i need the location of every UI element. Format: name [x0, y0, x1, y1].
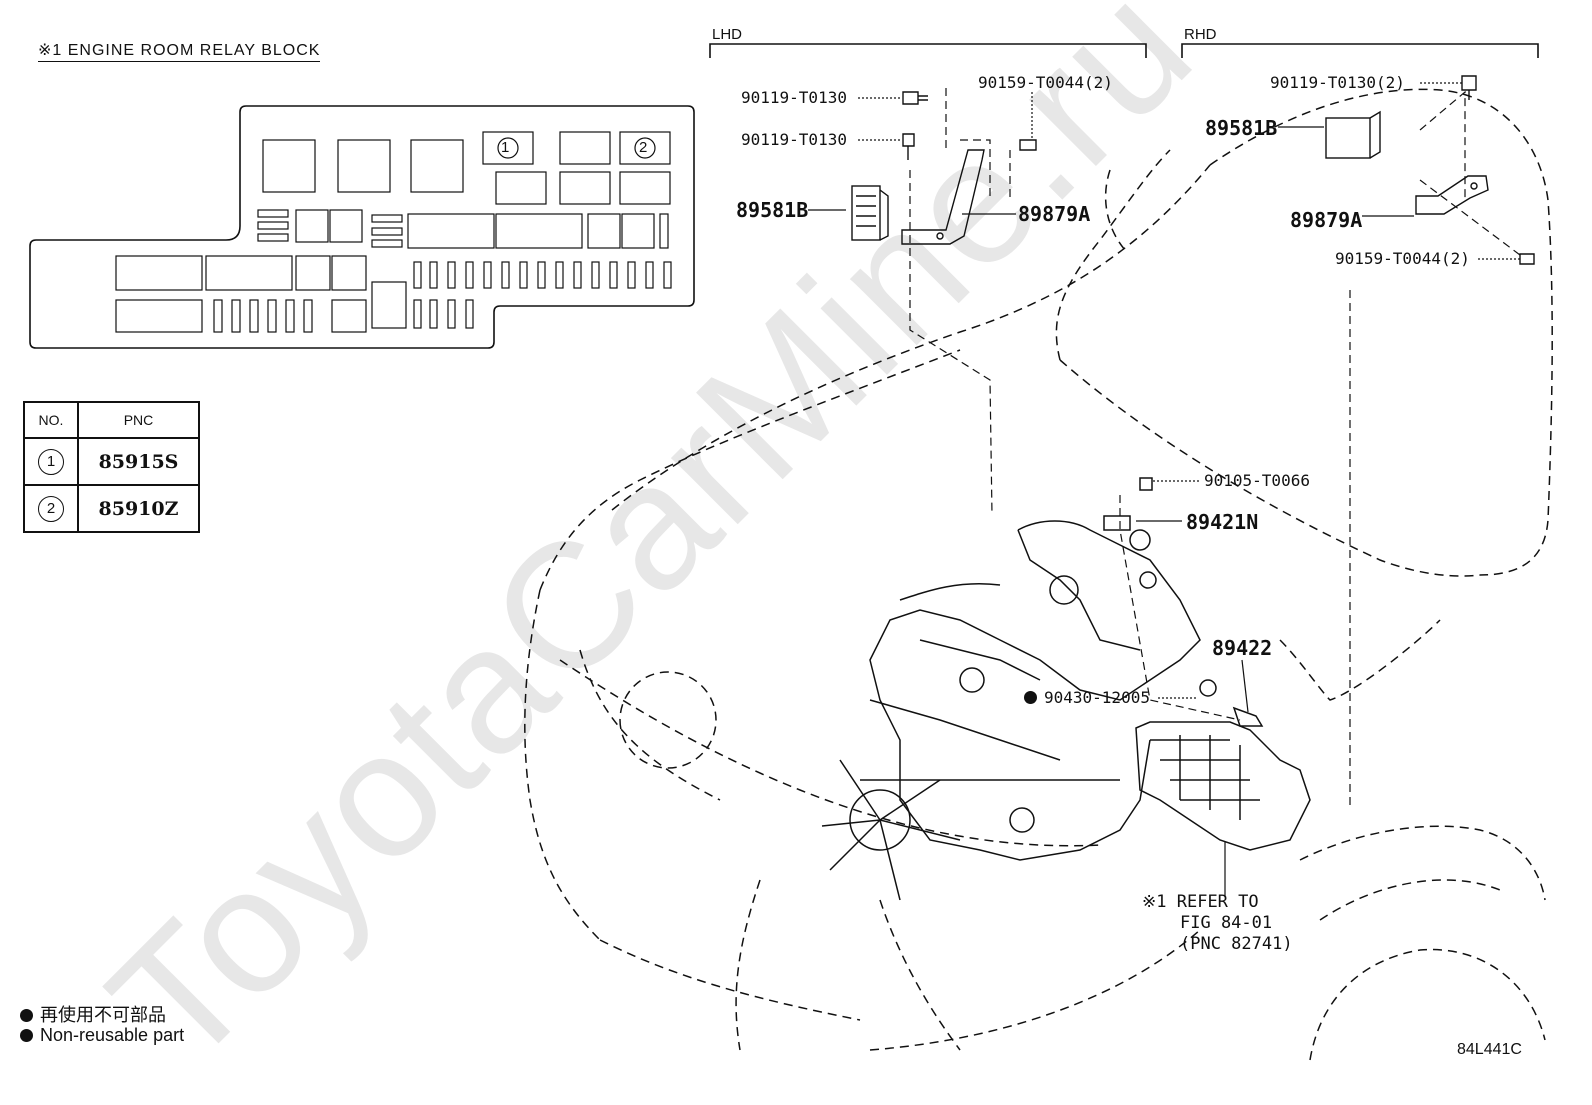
lhd-section-label: LHD: [712, 26, 743, 43]
gasket-number: 90430-12005: [1044, 688, 1150, 707]
pnc-table: NO. PNC 1 85915S 2 85910Z: [23, 401, 200, 533]
relay-block-title: ※1 ENGINE ROOM RELAY BLOCK: [38, 40, 321, 62]
relay-block-outline: [29, 105, 695, 349]
label-rhd-bolt: 90119-T0130(2): [1270, 73, 1405, 92]
label-gasket: 90430-12005: [1024, 690, 1150, 706]
legend-dot-icon: [20, 1029, 33, 1042]
row-number: 1: [38, 448, 64, 475]
table-header-no: NO.: [23, 401, 79, 439]
reference-note: ※1 REFER TO FIG 84-01 (PNC 82741): [1142, 892, 1293, 955]
reference-mark: ※1: [1142, 892, 1167, 912]
label-sensor-89422: 89422: [1212, 636, 1273, 660]
legend-en-text: Non-reusable part: [40, 1025, 185, 1045]
label-lhd-screw: 90159-T0044(2): [978, 73, 1113, 92]
label-rhd-sensor: 89581B: [1205, 116, 1278, 140]
row-pnc: 85915S: [77, 437, 200, 486]
non-reusable-dot-icon: [1024, 691, 1037, 704]
row-pnc: 85910Z: [77, 484, 200, 533]
rhd-section-label: RHD: [1184, 26, 1217, 43]
relay-marker-2: 2: [639, 139, 648, 156]
label-lhd-bracket: 89879A: [1018, 202, 1091, 226]
label-sensor-89421n: 89421N: [1186, 510, 1259, 534]
label-rhd-screw: 90159-T0044(2): [1335, 249, 1470, 268]
label-clamp-bolt: 90105-T0066: [1204, 471, 1310, 490]
reference-line-1: REFER TO: [1176, 892, 1259, 912]
reference-line-3: (PNC 82741): [1180, 934, 1293, 954]
label-lhd-sensor: 89581B: [736, 198, 809, 222]
legend-jp: 再使用不可部品: [20, 1001, 166, 1027]
reference-line-2: FIG 84-01: [1180, 913, 1273, 933]
label-rhd-bracket: 89879A: [1290, 208, 1363, 232]
relay-marker-1: 1: [501, 139, 510, 156]
legend-jp-text: 再使用不可部品: [40, 1005, 166, 1025]
table-header-pnc: PNC: [77, 401, 200, 439]
label-lhd-bolt-a: 90119-T0130: [741, 88, 847, 107]
table-row: 1 85915S: [23, 437, 200, 486]
legend-en: Non-reusable part: [20, 1025, 184, 1046]
row-number: 2: [38, 495, 64, 522]
figure-code: 84L441C: [1457, 1041, 1522, 1058]
legend-dot-icon: [20, 1009, 33, 1022]
table-row: 2 85910Z: [23, 484, 200, 533]
label-lhd-bolt-b: 90119-T0130: [741, 130, 847, 149]
